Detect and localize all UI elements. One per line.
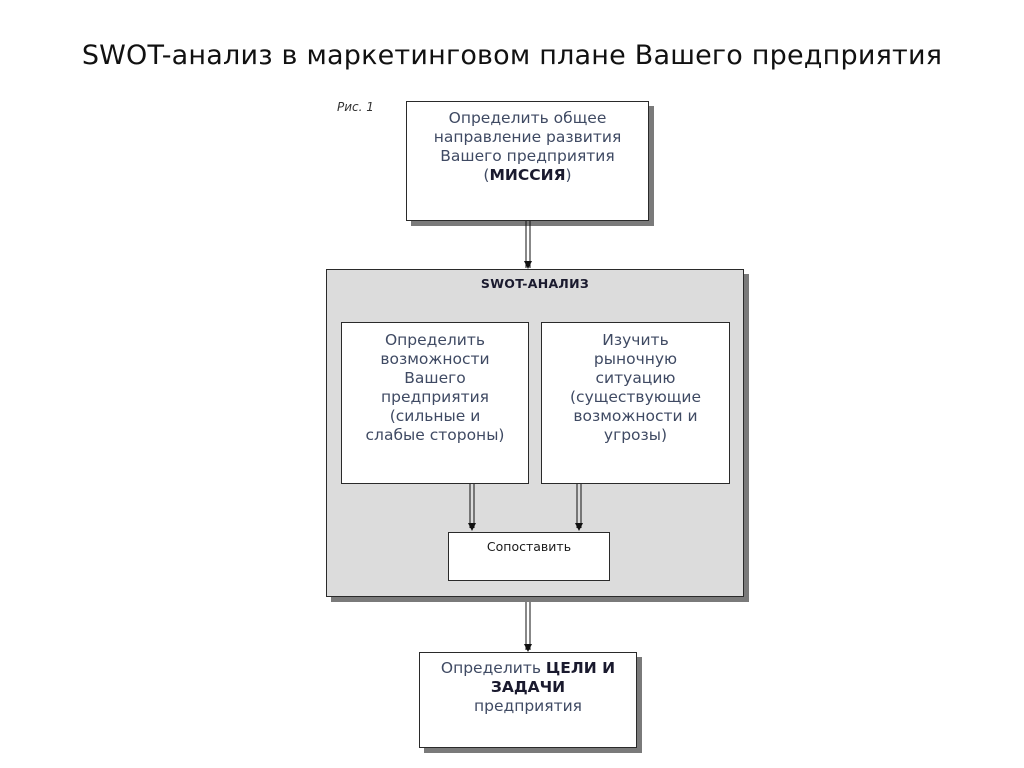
goals-box: Определить ЦЕЛИ И ЗАДАЧИ предприятия — [419, 652, 637, 748]
strengths-line: Определить — [384, 331, 486, 349]
arrow-swot-to-goals — [524, 602, 532, 652]
strengths-line: возможности — [380, 350, 490, 368]
swot-analysis-container: SWOT-АНАЛИЗ Определить возможности Вашег… — [326, 269, 744, 597]
market-line: возможности и — [573, 407, 698, 425]
strengths-line: предприятия — [380, 388, 490, 406]
goals-prefix: Определить — [440, 659, 541, 677]
market-situation-box: Изучить рыночную ситуацию (существующие … — [541, 322, 730, 484]
compare-text: Сопоставить — [486, 539, 572, 554]
mission-close-paren: ) — [565, 166, 572, 184]
mission-line: Вашего предприятия — [440, 147, 615, 165]
swot-title: SWOT-АНАЛИЗ — [480, 276, 590, 291]
strengths-weaknesses-box: Определить возможности Вашего предприяти… — [341, 322, 529, 484]
figure-label: Рис. 1 — [337, 100, 374, 114]
goals-keyword-1: ЦЕЛИ И — [545, 659, 616, 677]
market-line: (существующие — [570, 388, 701, 406]
goals-line-3: предприятия — [473, 697, 583, 715]
market-line: ситуацию — [595, 369, 676, 387]
goals-keyword-2: ЗАДАЧИ — [490, 678, 566, 696]
market-line: Изучить — [602, 331, 669, 349]
page-title: SWOT-анализ в маркетинговом плане Вашего… — [81, 40, 943, 71]
strengths-line: (сильные и — [389, 407, 481, 425]
mission-box: Определить общее направление развития Ва… — [406, 101, 649, 221]
mission-open-paren: ( — [483, 166, 490, 184]
mission-line: Определить общее — [448, 109, 607, 127]
mission-line: направление развития — [433, 128, 622, 146]
arrow-mission-to-swot — [524, 221, 532, 269]
goals-text: Определить ЦЕЛИ И ЗАДАЧИ предприятия — [420, 659, 636, 716]
mission-keyword-line: (МИССИЯ) — [407, 166, 648, 185]
goals-line-2: ЗАДАЧИ — [420, 678, 636, 697]
mission-keyword: МИССИЯ — [489, 166, 566, 184]
goals-line-1: Определить ЦЕЛИ И — [420, 659, 636, 678]
mission-text: Определить общее направление развития Ва… — [407, 109, 648, 185]
market-line: рыночную — [593, 350, 678, 368]
strengths-line: слабые стороны) — [365, 426, 505, 444]
strengths-line: Вашего — [404, 369, 466, 387]
strengths-text: Определить возможности Вашего предприяти… — [342, 331, 528, 445]
market-text: Изучить рыночную ситуацию (существующие … — [542, 331, 729, 445]
market-line: угрозы) — [603, 426, 668, 444]
compare-box: Сопоставить — [448, 532, 610, 581]
